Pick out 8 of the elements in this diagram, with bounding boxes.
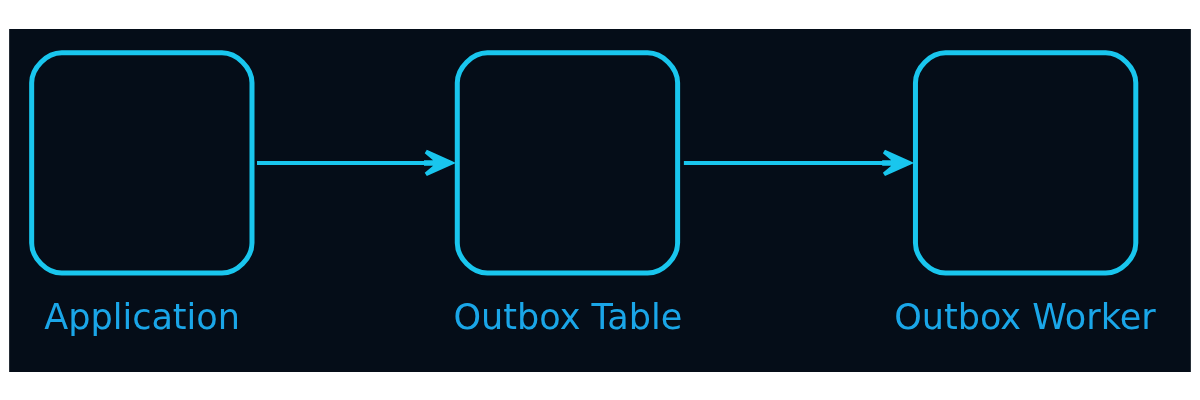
node-box xyxy=(912,49,1139,276)
node-label: Application xyxy=(44,295,241,337)
node-label: Outbox Worker xyxy=(894,295,1156,337)
node-box xyxy=(454,49,681,276)
arrow xyxy=(683,149,912,176)
node-label: Outbox Table xyxy=(453,295,683,337)
arrow xyxy=(257,149,454,176)
node-box xyxy=(29,49,255,276)
